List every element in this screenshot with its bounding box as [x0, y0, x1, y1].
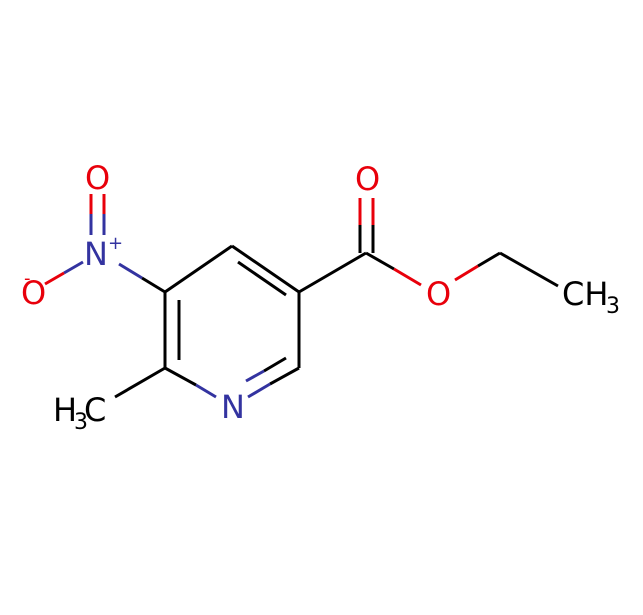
nitro-o-double-label: O — [85, 159, 110, 197]
bond-nitro-n-o-minus-nitrogen — [63, 260, 84, 275]
methyl-left-subscript: 3 — [74, 410, 88, 435]
bond-ring-n-c6-carbon — [164, 366, 197, 387]
bond-carbonyl-c-ester-o-oxygen — [393, 267, 422, 287]
ester-o-label: O — [426, 275, 451, 313]
bond-c5-ring-n-nitrogen — [247, 382, 271, 399]
carbonyl-o-label: O — [355, 160, 380, 198]
methyl-right-subscript: 3 — [606, 294, 620, 319]
bond-c4-carbonyl-c — [298, 251, 367, 294]
bond-c1-nitro-n-nitrogen — [118, 262, 143, 280]
bond-ring-n-c6-nitrogen — [195, 383, 217, 399]
methyl-left-bond-group — [114, 366, 166, 399]
bond-nitro-n-o-minus-oxygen — [44, 271, 65, 286]
bond-c6-methyl — [114, 366, 166, 399]
pyridine-ring — [163, 244, 301, 399]
bond-ester-o-ch2-carbon — [477, 251, 501, 268]
atom-labels: N N + O O - O O H 3 C CH 3 — [21, 159, 620, 435]
bond-c5-ring-n-inner-nitrogen — [245, 369, 265, 383]
methyl-left-c: C — [84, 391, 106, 429]
bond-c3-c4-inner — [237, 260, 287, 297]
bond-c5-ring-n-carbon — [269, 366, 300, 386]
methyl-left-label: H 3 C — [53, 391, 106, 435]
methyl-left-h: H — [53, 391, 77, 429]
nitro-o-minus-charge: - — [24, 268, 31, 289]
bond-c3-c4 — [231, 244, 300, 294]
bond-c1-nitro-n-carbon — [141, 276, 166, 294]
nitro-n-label: N — [84, 235, 108, 273]
bond-carbonyl-c-ester-o-carbon — [365, 251, 395, 271]
bond-c1-c2 — [164, 244, 233, 294]
bond-ch2-ch3 — [499, 251, 559, 288]
nitro-group — [44, 194, 166, 294]
nitro-n-charge: + — [108, 233, 123, 254]
ester-group — [298, 198, 559, 294]
methyl-right-ch: CH — [562, 275, 608, 313]
bond-c5-ring-n-inner-carbon — [263, 356, 287, 373]
methyl-right-label: CH 3 — [562, 275, 620, 319]
bond-ester-o-ch2-oxygen — [454, 264, 479, 282]
nitro-o-minus-label: O — [21, 274, 46, 312]
ring-n-label: N — [221, 388, 245, 426]
